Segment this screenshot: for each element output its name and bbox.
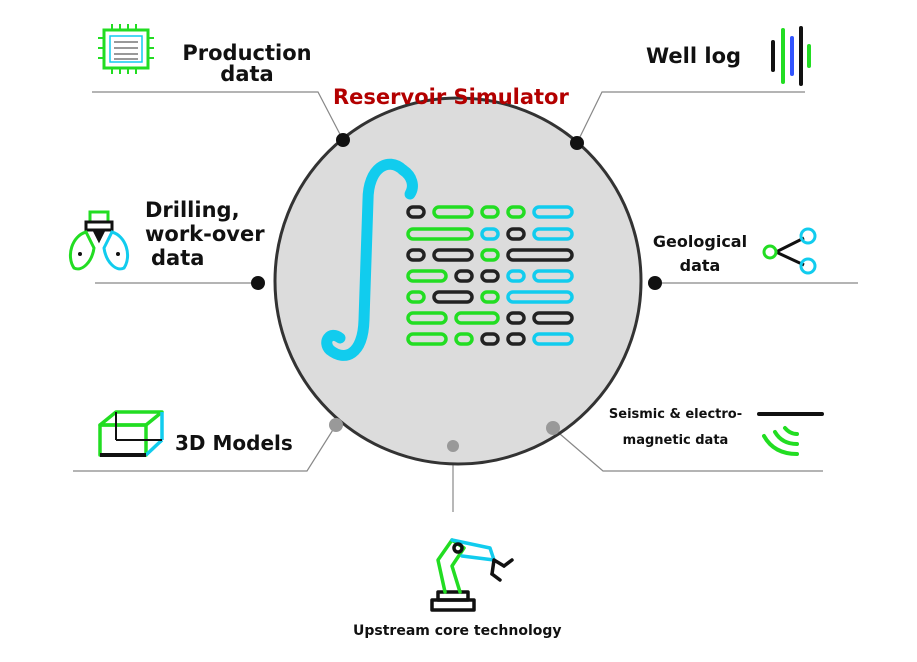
dot-seismic [546, 421, 560, 435]
connector-production [92, 91, 344, 141]
label-seismic-line1: Seismic & electro- [608, 407, 743, 422]
waveform-icon [771, 26, 811, 86]
dot-upstream [447, 440, 459, 452]
dot-welllog [570, 136, 584, 150]
label-seismic-line2: magnetic data [622, 433, 729, 448]
label-geological-line2: data [679, 256, 721, 275]
dot-3d [329, 418, 343, 432]
label-seismic: Seismic & electro- magnetic data [598, 402, 753, 454]
label-drilling-line1: Drilling, [145, 198, 240, 222]
cube-icon [98, 410, 164, 457]
label-production: Production data [172, 43, 322, 85]
page-title: Reservoir Simulator [333, 85, 569, 109]
integral-icon [321, 158, 418, 361]
label-welllog: Well log [646, 44, 742, 68]
label-3d-models: 3D Models [175, 431, 293, 455]
drill-bit-icon [69, 210, 129, 271]
connector-3d [73, 424, 337, 472]
data-pills-icon [406, 205, 574, 346]
label-geological-line1: Geological [652, 232, 748, 251]
label-upstream: Upstream core technology [353, 623, 562, 639]
dot-production [336, 133, 350, 147]
robot-arm-icon [430, 538, 514, 612]
connectors [73, 91, 858, 512]
label-production-line2: data [220, 62, 274, 86]
connector-welllog [576, 91, 805, 144]
label-drilling: Drilling, work-over data [145, 198, 265, 270]
label-drilling-line2: work-over [145, 222, 265, 246]
connector-dots [251, 133, 662, 452]
dot-drilling [251, 276, 265, 290]
share-network-icon [762, 227, 817, 275]
dot-geological [648, 276, 662, 290]
label-production-line1: Production [182, 41, 312, 65]
signal-waves-icon [757, 412, 824, 456]
connector-seismic [552, 427, 823, 472]
label-drilling-line3: data [151, 246, 205, 270]
label-geological: Geological data [638, 230, 762, 278]
chip-icon [98, 24, 154, 74]
